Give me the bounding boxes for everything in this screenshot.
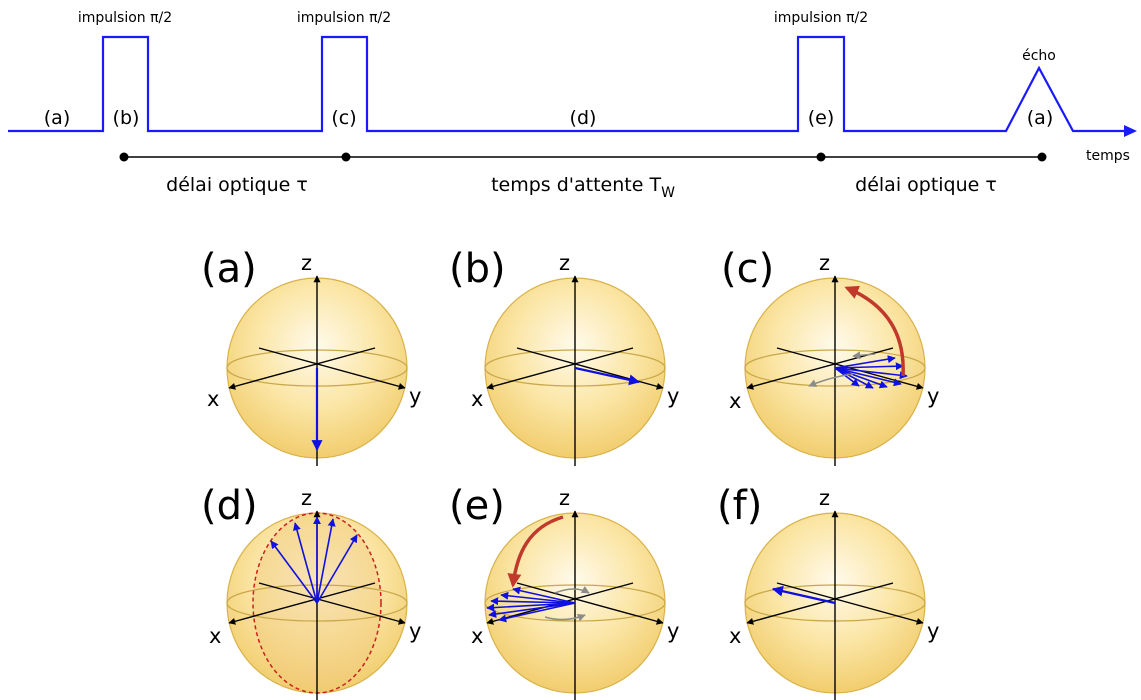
dephasing-arrow [808, 373, 854, 387]
wait-label-main: temps d'attente T [491, 174, 661, 196]
spin-vector [316, 534, 358, 604]
rotation-arrow [507, 515, 564, 588]
spin-vector [270, 540, 318, 604]
spin-vector [490, 597, 576, 606]
spin-vector [834, 367, 902, 387]
z-label: z [819, 486, 830, 510]
time-arrow-head [1124, 125, 1137, 137]
dephasing-vectors [834, 355, 908, 389]
wait-label: temps d'attente TW [491, 174, 675, 201]
spin-vector [488, 602, 576, 618]
segment-label-b: (b) [113, 107, 140, 129]
sphere-label: (e) [449, 483, 505, 529]
meridian-vectors [270, 516, 358, 604]
sphere-label: (d) [201, 483, 258, 529]
spin-vector [834, 367, 860, 387]
bloch-sphere-b: (b) z x y [449, 246, 679, 466]
x-axis [228, 347, 376, 390]
x-label: x [729, 389, 741, 413]
interval-dot-4 [1037, 152, 1047, 162]
interval-dot-3 [816, 152, 826, 162]
sphere-label: (c) [721, 246, 774, 292]
sphere-label: (a) [201, 246, 257, 292]
pulse-waveform [8, 35, 1126, 133]
dephasing-arrow [544, 613, 586, 622]
rephasing-vectors [486, 586, 576, 623]
spin-vector [512, 586, 576, 604]
delay-label-1: délai optique τ [166, 174, 308, 196]
bloch-sphere-a: (a) z x y [201, 246, 421, 466]
z-label: z [559, 251, 570, 275]
y-label: y [667, 384, 679, 408]
delay-label-2: délai optique τ [855, 174, 997, 196]
z-label: z [559, 486, 570, 510]
bloch-vector [574, 366, 641, 386]
spin-vector [834, 367, 888, 389]
echo-label: écho [1022, 48, 1056, 64]
z-label: z [301, 251, 312, 275]
pulse-label-1: impulsion π/2 [78, 10, 172, 26]
segment-label-c: (c) [331, 107, 356, 129]
x-label: x [471, 387, 483, 411]
dephasing-arrow [852, 351, 876, 360]
x-label: x [471, 624, 483, 648]
bloch-sphere-c: (c) z x y [721, 246, 939, 466]
rotation-arrow [844, 285, 905, 377]
spin-vector [293, 522, 318, 604]
spin-vector [498, 602, 576, 623]
z-label: z [301, 486, 312, 510]
y-label: y [409, 384, 421, 408]
spin-vector [834, 367, 908, 380]
x-label: x [209, 624, 221, 648]
x-label: x [207, 387, 219, 411]
segment-label-e: (e) [808, 107, 835, 129]
wait-label-sub: W [661, 185, 675, 201]
y-label: y [667, 619, 679, 643]
spin-vector [500, 591, 576, 604]
sphere-label: (f) [717, 483, 762, 529]
interval-dot-1 [119, 152, 129, 162]
y-label: y [927, 384, 939, 408]
bloch-vector [771, 585, 836, 605]
segment-label-a: (a) [44, 107, 70, 129]
pulse-label-2: impulsion π/2 [297, 10, 391, 26]
pulse-sequence: impulsion π/2 impulsion π/2 impulsion π/… [8, 10, 1137, 201]
spin-vector [834, 362, 904, 371]
spin-vector [486, 602, 576, 612]
y-axis [258, 582, 406, 625]
y-axis [258, 347, 406, 390]
spin-vector [834, 355, 896, 369]
spin-vector [834, 367, 874, 389]
bloch-sphere-d: (d) z x y [201, 483, 421, 700]
y-axis [776, 582, 924, 625]
pulse-label-3: impulsion π/2 [774, 10, 868, 26]
bloch-sphere-e: (e) z x y [449, 483, 679, 700]
bloch-sphere-f: (f) z x y [717, 483, 939, 700]
z-label: z [819, 251, 830, 275]
segment-label-a-echo: (a) [1027, 107, 1053, 129]
y-label: y [409, 619, 421, 643]
x-label: x [729, 624, 741, 648]
interval-dot-2 [341, 152, 351, 162]
y-label: y [927, 619, 939, 643]
y-axis [516, 582, 664, 625]
x-axis [486, 347, 634, 390]
x-axis [746, 582, 894, 625]
dephasing-arrow [554, 585, 590, 594]
segment-label-d: (d) [570, 107, 597, 129]
spin-vector [316, 518, 336, 604]
sphere-label: (b) [449, 246, 506, 292]
time-axis-label: temps [1086, 148, 1130, 164]
x-axis [228, 582, 376, 625]
